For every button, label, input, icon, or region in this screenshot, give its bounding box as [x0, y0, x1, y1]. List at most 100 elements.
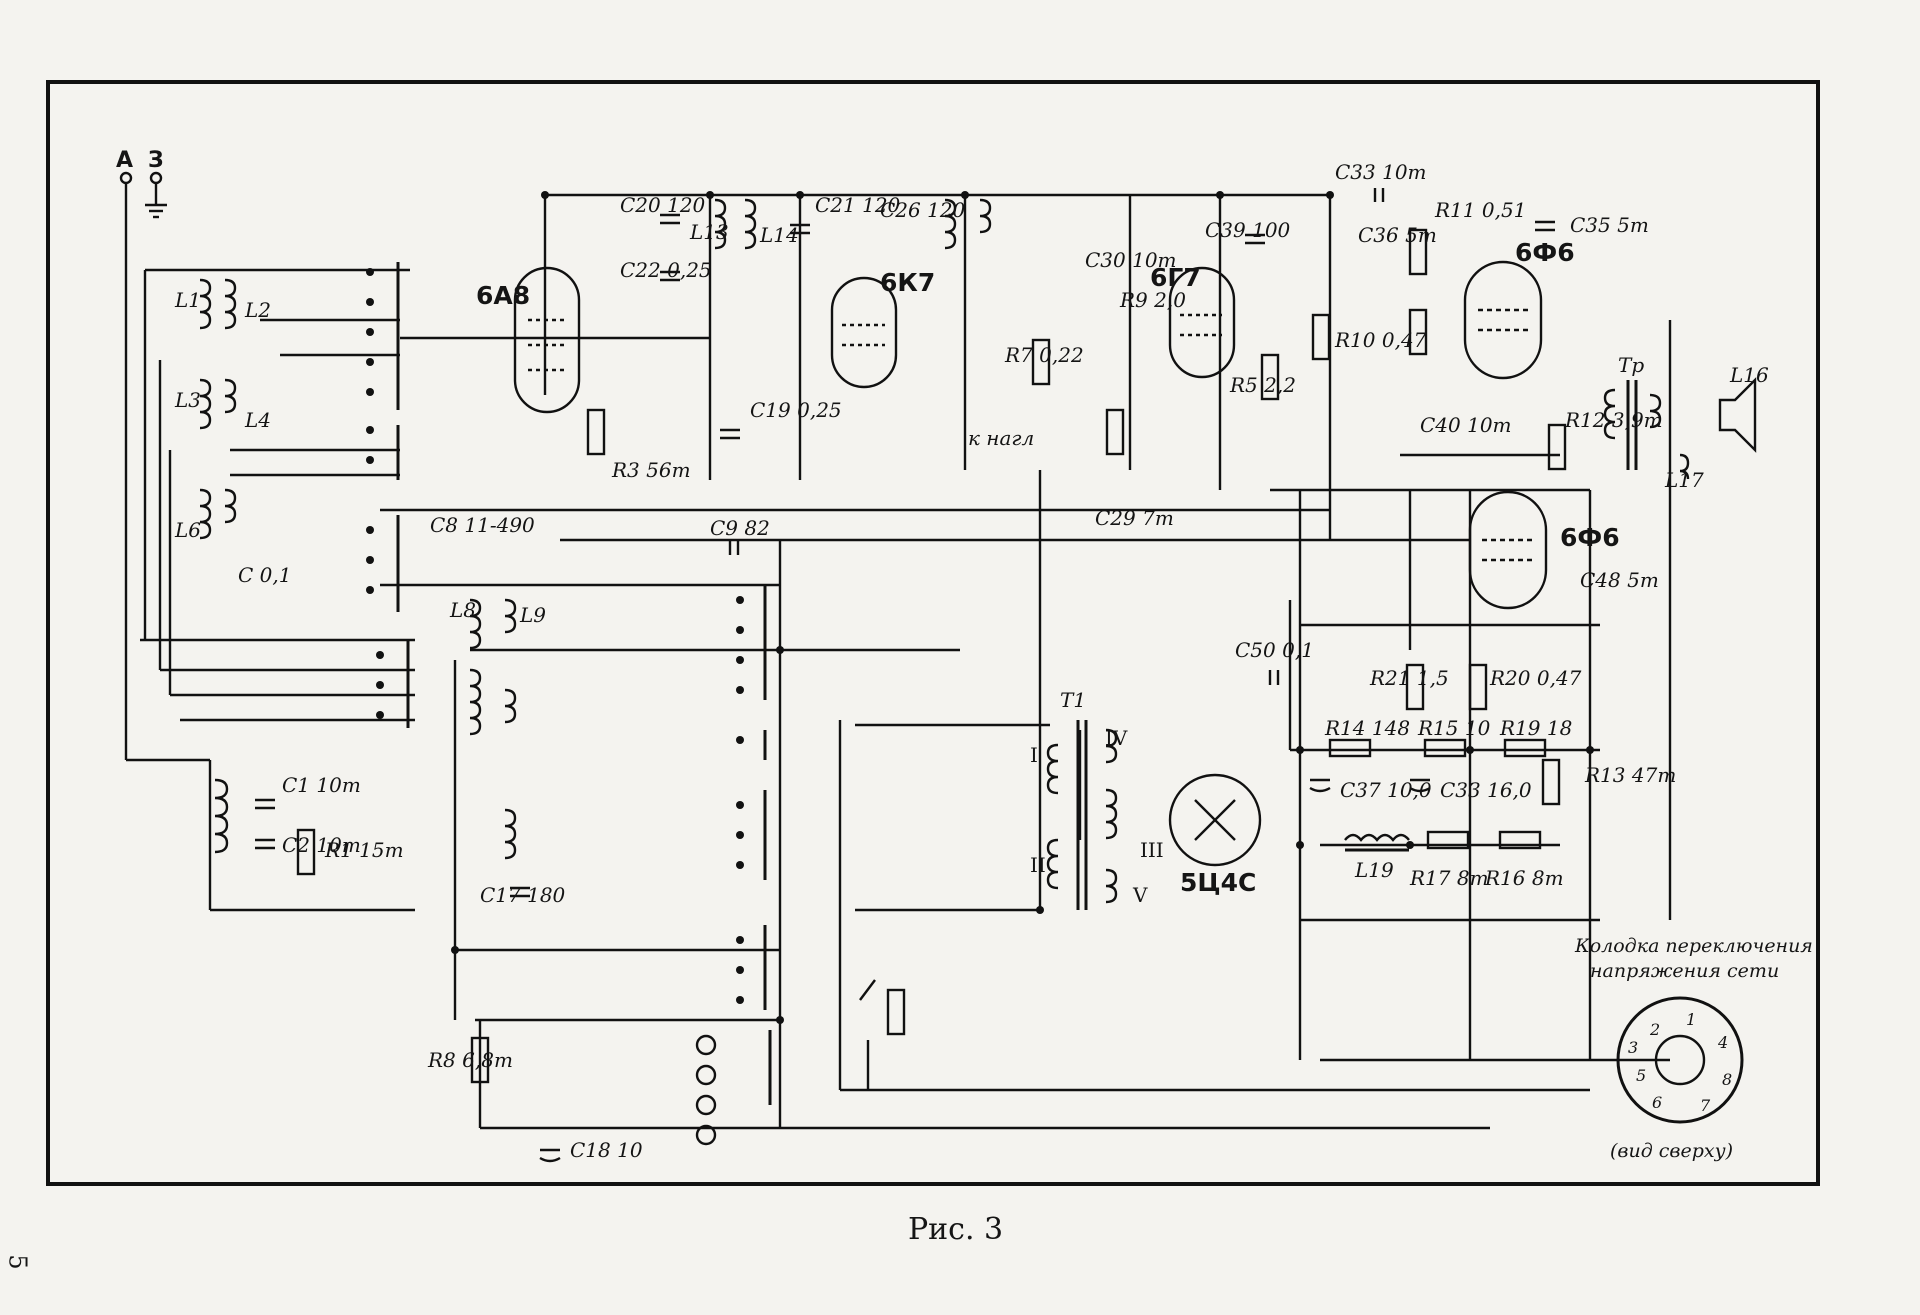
label-r13: R13 47т: [1585, 763, 1677, 787]
label-l9: L9: [520, 603, 547, 627]
socket-pin-8: 8: [1722, 1070, 1733, 1089]
switch-contacts: [366, 268, 744, 1004]
label-c1: C1 10т: [282, 773, 361, 797]
antenna-terminal: [119, 171, 210, 762]
label-c8: C8 11-490: [430, 513, 535, 537]
tube-label-6f6-lower: 6Ф6: [1560, 523, 1620, 552]
label-r12: R12 3,9т: [1565, 408, 1663, 432]
label-r21: R21 1,5: [1370, 666, 1449, 690]
switch-block-view-note: (вид сверху): [1610, 1140, 1734, 1162]
winding-5: V: [1133, 883, 1148, 907]
label-r20: R20 0,47: [1490, 666, 1582, 690]
mains-input: [859, 979, 906, 1090]
page-number: 5: [3, 1254, 32, 1270]
label-c33: C33 16,0: [1440, 778, 1532, 802]
label-c48: C48 5т: [1580, 568, 1659, 592]
label-c50: C50 0,1: [1235, 638, 1314, 662]
voltage-selector-socket: [1616, 996, 1744, 1124]
label-r1: R1 15т: [325, 838, 404, 862]
tube-6f6-upper: [1463, 260, 1543, 380]
drawing-frame: [46, 80, 1820, 1186]
label-c40: C40 10т: [1420, 413, 1512, 437]
tube-label-5c4s: 5Ц4С: [1180, 868, 1257, 897]
label-l19: L19: [1355, 858, 1394, 882]
label-c19: C19 0,25: [750, 398, 842, 422]
label-c21: C21 120: [815, 193, 901, 217]
label-l4: L4: [245, 408, 272, 432]
label-knob: к нагл: [968, 426, 1035, 450]
if-transformers: [714, 198, 992, 250]
label-c37: C37 10,0: [1340, 778, 1432, 802]
label-l8: L8: [450, 598, 477, 622]
label-l17: L17: [1665, 468, 1704, 492]
winding-4: IV: [1105, 726, 1128, 750]
label-l6: L6: [175, 518, 202, 542]
label-c17: C17 180: [480, 883, 566, 907]
antenna-label: А: [116, 148, 134, 173]
resistors: [296, 228, 1567, 1084]
tube-6k7: [830, 276, 898, 389]
label-c22: C22 0,25: [620, 258, 712, 282]
label-l2: L2: [245, 298, 272, 322]
filter-choke-l19: [1344, 833, 1410, 852]
socket-pin-3: 3: [1628, 1038, 1639, 1057]
label-t1: T1: [1060, 688, 1087, 712]
label-c39: C39 100: [1205, 218, 1291, 242]
input-coils: [143, 268, 410, 854]
junction-dots: [451, 191, 1594, 1024]
label-r14: R14 148: [1325, 716, 1411, 740]
loudspeaker: [1679, 377, 1757, 480]
label-c33-top: C33 10т: [1335, 160, 1427, 184]
dial-lamps: [695, 1034, 717, 1146]
label-l3: L3: [175, 388, 202, 412]
label-r8: R8 6,8т: [428, 1048, 513, 1072]
winding-1: I: [1030, 743, 1038, 767]
label-l13: L13: [690, 220, 729, 244]
band-switches: [396, 262, 772, 1105]
label-r16: R16 8т: [1485, 866, 1564, 890]
label-r15: R15 10: [1418, 716, 1491, 740]
ground-label: З: [148, 148, 164, 173]
socket-pin-1: 1: [1686, 1010, 1697, 1029]
switch-block-title-1: Колодка переключения: [1575, 935, 1813, 957]
socket-pin-2: 2: [1650, 1020, 1661, 1039]
label-c20: C20 120: [620, 193, 706, 217]
label-r10: R10 0,47: [1335, 328, 1427, 352]
oscillator-coils: [469, 598, 517, 860]
tube-5c4s: [1168, 773, 1262, 867]
label-c18: C18 10: [570, 1138, 643, 1162]
label-r7: R7 0,22: [1005, 343, 1084, 367]
label-l1: L1: [175, 288, 202, 312]
socket-pin-7: 7: [1700, 1096, 1711, 1115]
ground-terminal: [145, 171, 167, 219]
label-r19: R19 18: [1500, 716, 1573, 740]
tube-label-6k7: 6К7: [880, 268, 936, 297]
capacitors: [255, 188, 1555, 1163]
label-c30: C30 10т: [1085, 248, 1177, 272]
label-c26: C26 120: [880, 198, 966, 222]
tube-label-6f6-upper: 6Ф6: [1515, 238, 1575, 267]
label-r9: R9 2,0: [1120, 288, 1186, 312]
tube-label-6a8: 6А8: [476, 281, 531, 310]
label-r11: R11 0,51: [1435, 198, 1527, 222]
tube-6a8: [513, 266, 581, 414]
label-c35: C35 5т: [1570, 213, 1649, 237]
figure-caption: Рис. 3: [908, 1212, 1004, 1247]
socket-pin-4: 4: [1718, 1033, 1729, 1052]
tube-label-6g7: 6Г7: [1150, 263, 1201, 292]
output-transformer: [1603, 380, 1662, 470]
switch-block-title-2: напряжения сети: [1590, 960, 1780, 982]
label-c36: C36 5т: [1358, 223, 1437, 247]
label-l16: L16: [1730, 363, 1769, 387]
label-c: C 0,1: [238, 563, 292, 587]
wiring-buses: [140, 193, 1672, 1130]
label-l14: L14: [760, 223, 799, 247]
socket-pin-6: 6: [1652, 1093, 1663, 1112]
winding-2: II: [1030, 853, 1046, 877]
label-c9: C9 82: [710, 516, 770, 540]
socket-pin-5: 5: [1636, 1066, 1647, 1085]
label-c2: C2 10т: [282, 833, 361, 857]
power-transformer-t1: [1046, 720, 1118, 910]
label-tr2: Tр: [1618, 353, 1645, 377]
